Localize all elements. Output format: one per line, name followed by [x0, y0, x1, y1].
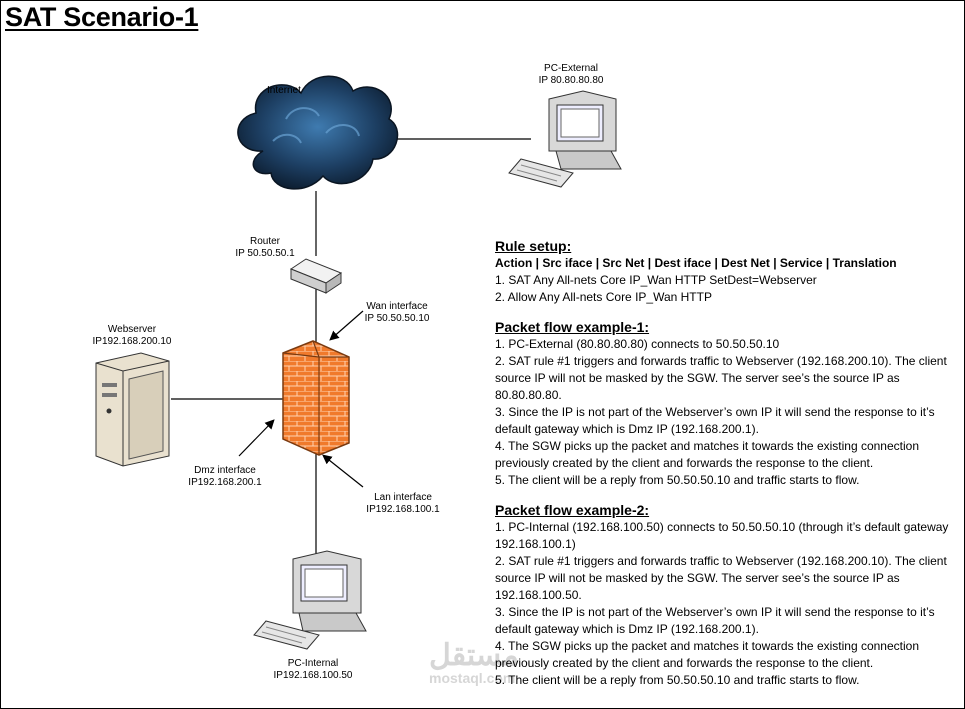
- flow2-step: 1. PC-Internal (192.168.100.50) connects…: [495, 520, 949, 551]
- flow1-step: 3. Since the IP is not part of the Webse…: [495, 405, 935, 436]
- rule-setup-heading: Rule setup:: [495, 238, 572, 254]
- webserver-ip: IP192.168.200.10: [92, 336, 172, 347]
- router-ip: IP 50.50.50.1: [235, 248, 295, 259]
- flow1-step: 4. The SGW picks up the packet and match…: [495, 439, 920, 470]
- flow1-step: 1. PC-External (80.80.80.80) connects to…: [495, 337, 780, 351]
- connection-lines: [171, 138, 531, 561]
- webserver-label: Webserver IP192.168.200.10: [77, 324, 187, 348]
- wan-interface-name: Wan interface: [366, 301, 428, 312]
- flow1-step: 2. SAT rule #1 triggers and forwards tra…: [495, 354, 947, 402]
- router-name: Router: [249, 236, 280, 247]
- page-title: SAT Scenario-1: [5, 2, 199, 32]
- router-icon: [289, 258, 343, 294]
- internet-label: Internet: [257, 85, 311, 97]
- flow1-step: 5. The client will be a reply from 50.50…: [495, 473, 860, 487]
- lan-arrow: [322, 454, 364, 488]
- flow2-heading: Packet flow example-2:: [495, 502, 650, 518]
- rule-columns: Action | Src iface | Src Net | Dest ifac…: [495, 256, 897, 270]
- dmz-interface-label: Dmz interface IP192.168.200.1: [173, 465, 277, 489]
- flow2-step: 2. SAT rule #1 triggers and forwards tra…: [495, 554, 947, 602]
- pc-external-label: PC-External IP 80.80.80.80: [521, 63, 621, 87]
- flow1-heading: Packet flow example-1:: [495, 319, 650, 335]
- lan-interface-ip: IP192.168.100.1: [366, 504, 440, 515]
- pc-internal-name: PC-Internal: [287, 658, 339, 669]
- internet-cloud-icon: [237, 75, 399, 190]
- pc-external-icon: [508, 90, 622, 188]
- watermark: مستقل mostaql.com: [429, 639, 519, 686]
- dmz-arrow: [238, 419, 275, 457]
- wan-arrow: [329, 310, 364, 341]
- flow2-step: 3. Since the IP is not part of the Webse…: [495, 605, 935, 636]
- internet-name: Internet: [267, 85, 301, 96]
- lan-interface-name: Lan interface: [374, 492, 432, 503]
- wan-interface-ip: IP 50.50.50.10: [364, 313, 430, 324]
- flow2-step: 4. The SGW picks up the packet and match…: [495, 639, 920, 670]
- pc-internal-ip: IP192.168.100.50: [273, 670, 353, 681]
- dmz-interface-ip: IP192.168.200.1: [188, 477, 262, 488]
- watermark-latin: mostaql.com: [429, 670, 516, 686]
- rule-line: 2. Allow Any All-nets Core IP_Wan HTTP: [495, 290, 712, 304]
- webserver-icon: [95, 352, 170, 467]
- firewall-icon: [282, 340, 350, 456]
- explanation-panel: Rule setup: Action | Src iface | Src Net…: [495, 237, 963, 689]
- flow2-step: 5. The client will be a reply from 50.50…: [495, 673, 860, 687]
- pc-internal-icon: [253, 550, 367, 650]
- pc-internal-label: PC-Internal IP192.168.100.50: [261, 658, 365, 682]
- dmz-interface-name: Dmz interface: [194, 465, 256, 476]
- pc-external-ip: IP 80.80.80.80: [538, 75, 604, 86]
- interface-arrows: [238, 310, 364, 488]
- pc-external-name: PC-External: [544, 63, 598, 74]
- rule-line: 1. SAT Any All-nets Core IP_Wan HTTP Set…: [495, 273, 817, 287]
- watermark-arabic: مستقل: [429, 639, 519, 672]
- webserver-name: Webserver: [107, 324, 157, 335]
- lan-interface-label: Lan interface IP192.168.100.1: [351, 492, 455, 516]
- wan-interface-label: Wan interface IP 50.50.50.10: [347, 301, 447, 325]
- router-label: Router IP 50.50.50.1: [225, 236, 305, 260]
